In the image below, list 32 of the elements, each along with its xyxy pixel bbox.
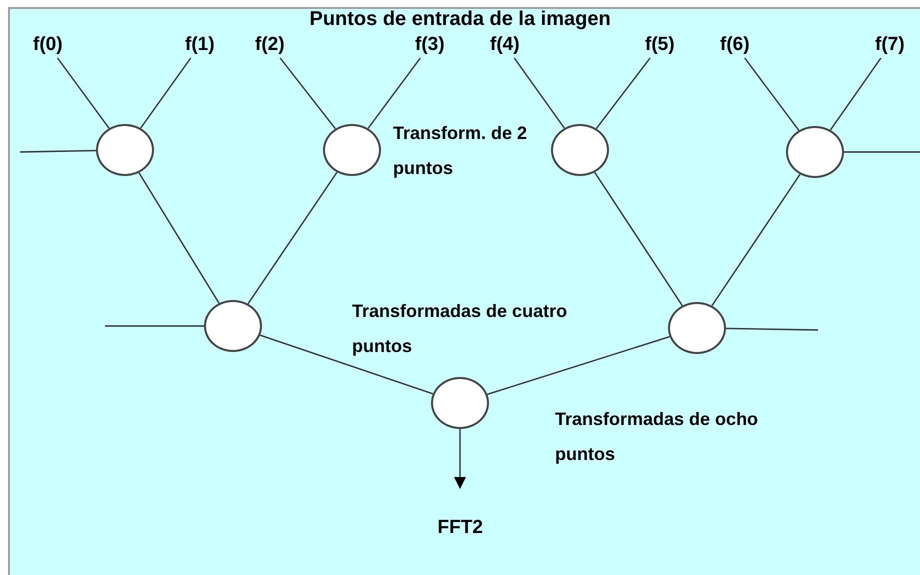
connector-line	[56, 58, 110, 129]
connector-line	[844, 151, 920, 153]
connector-line	[280, 58, 336, 130]
connector-line	[487, 336, 670, 396]
input-label: f(3)	[415, 34, 445, 56]
output-label: FFT2	[438, 517, 483, 539]
input-label: f(2)	[255, 34, 285, 56]
title: Puntos de entrada de la imagen	[310, 8, 611, 30]
stage-label: Transformadas de cuatro puntos	[352, 300, 568, 358]
connector-line	[247, 172, 338, 304]
connector-line	[744, 58, 800, 131]
connector-line	[711, 174, 801, 306]
connector-line	[260, 334, 434, 394]
connector-line	[138, 172, 220, 304]
connector-line	[596, 58, 651, 129]
connector-line	[830, 58, 882, 130]
stage-label: Transformadas de ocho puntos	[555, 408, 760, 466]
connector-line	[140, 58, 192, 129]
input-label: f(0)	[33, 34, 63, 56]
connector-line	[726, 328, 818, 331]
input-label: f(4)	[490, 34, 520, 56]
connector-line	[368, 58, 421, 129]
connector-line	[594, 172, 683, 306]
arrow	[454, 429, 466, 489]
connector-line	[514, 58, 565, 129]
input-label: f(1)	[185, 34, 215, 56]
input-label: f(5)	[645, 34, 675, 56]
connector-line	[20, 150, 96, 153]
input-label: f(7)	[875, 34, 905, 56]
connector-line	[105, 325, 204, 327]
input-label: f(6)	[720, 34, 750, 56]
stage-label: Transform. de 2 puntos	[393, 122, 528, 180]
